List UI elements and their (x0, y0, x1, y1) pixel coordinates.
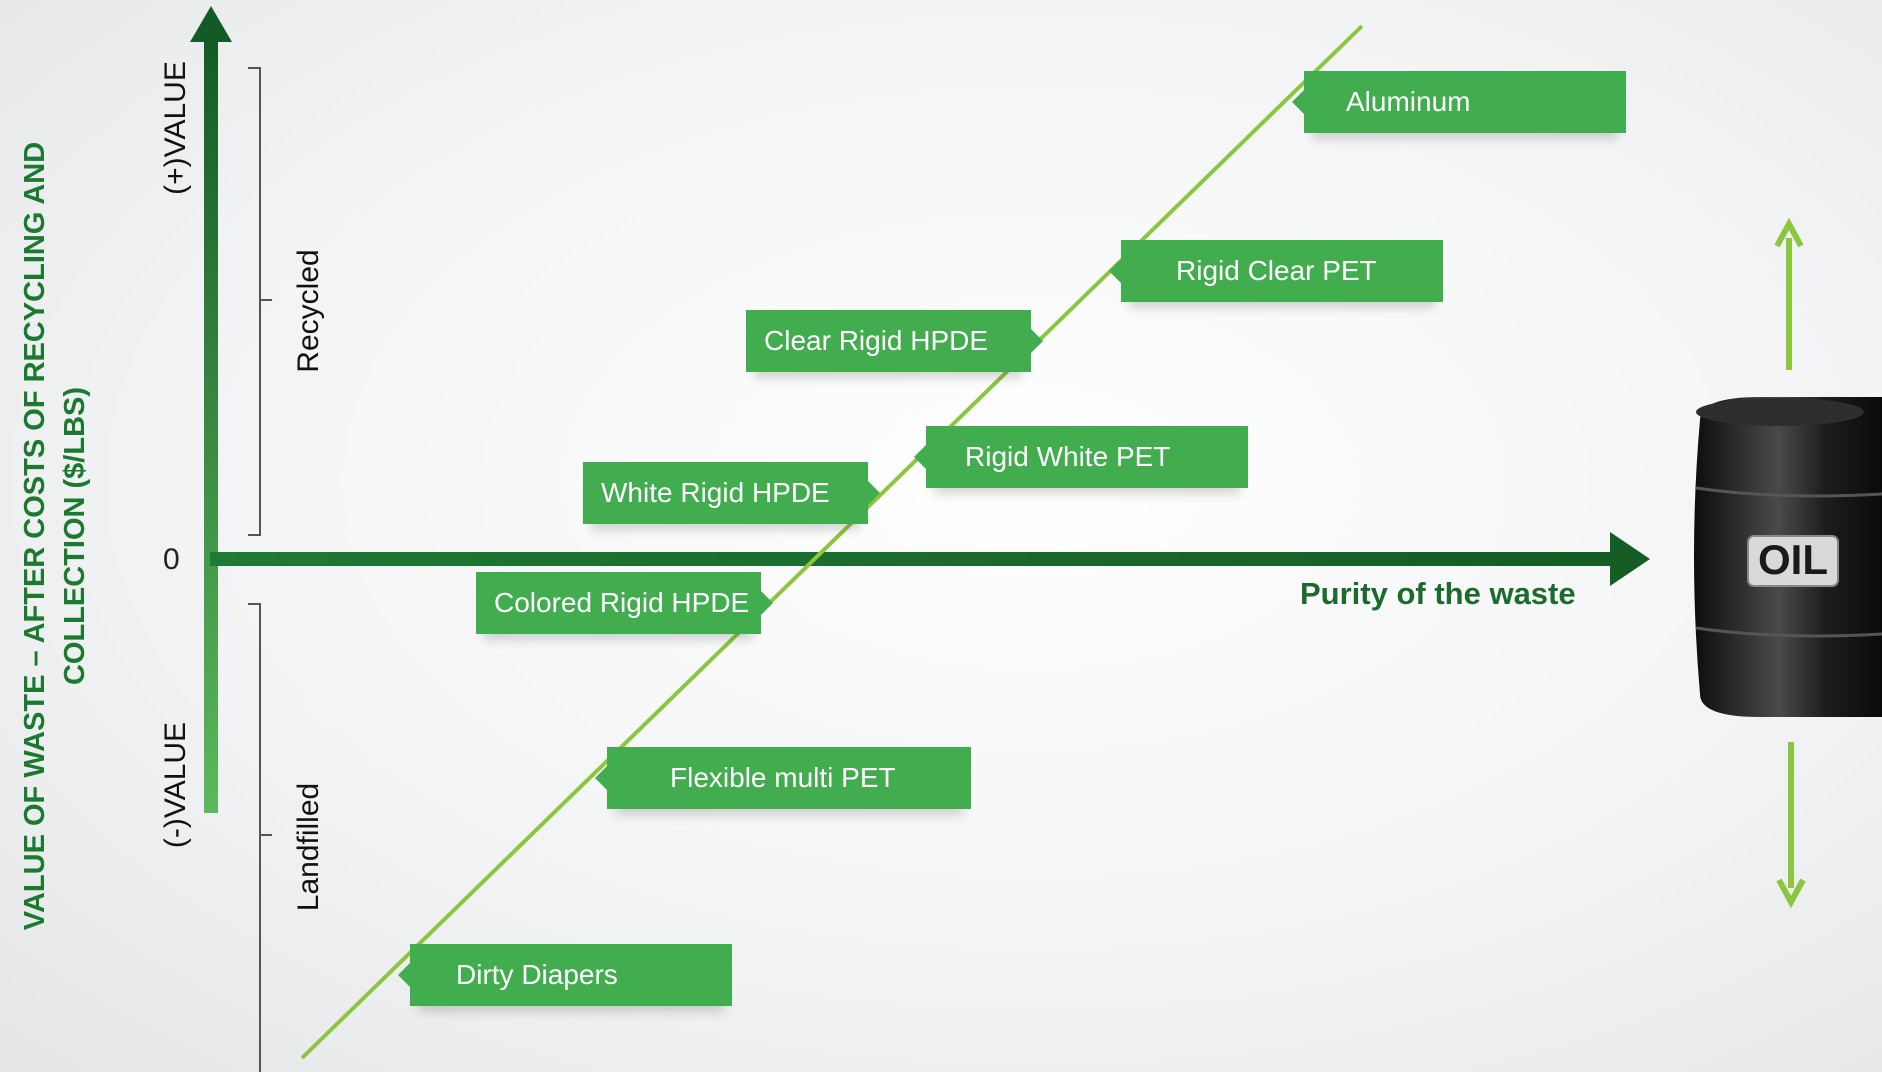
landfilled-label: Landfilled (292, 782, 325, 912)
x-axis-arrowhead (1610, 532, 1650, 586)
tag-flexible-multi-pet: Flexible multi PET (595, 747, 971, 809)
y-axis-arrowhead (190, 6, 232, 42)
recycled-bracket (248, 67, 272, 536)
origin-zero-label: 0 (163, 543, 180, 576)
x-axis-title: Purity of the waste (1300, 576, 1576, 611)
y-axis-title: VALUE OF WASTE – AFTER COSTS OF RECYCLIN… (19, 141, 91, 931)
positive-value-label: (+)VALUE (159, 61, 192, 195)
barrel-label: OIL (1758, 536, 1828, 583)
landfilled-bracket (248, 603, 272, 1072)
tag-rigid-white-pet: Rigid White PET (914, 426, 1248, 488)
tag-dirty-diapers: Dirty Diapers (398, 944, 732, 1006)
tag-white-rigid-hpde: White Rigid HPDE (583, 462, 880, 524)
tag-aluminum: Aluminum (1292, 71, 1626, 133)
negative-value-label: (-)VALUE (159, 721, 192, 849)
oil-barrel-icon: OIL (1694, 397, 1882, 717)
x-axis (210, 552, 1620, 566)
recycled-label: Recycled (292, 249, 325, 373)
tag-rigid-clear-pet: Rigid Clear PET (1109, 240, 1443, 302)
y-axis (204, 38, 218, 813)
tag-colored-rigid-hpde: Colored Rigid HPDE (476, 572, 773, 634)
down-arrow-icon (1776, 878, 1806, 909)
up-arrow-icon (1774, 217, 1804, 248)
tag-clear-rigid-hpde: Clear Rigid HPDE (746, 310, 1043, 372)
trend-line (300, 24, 1364, 1060)
